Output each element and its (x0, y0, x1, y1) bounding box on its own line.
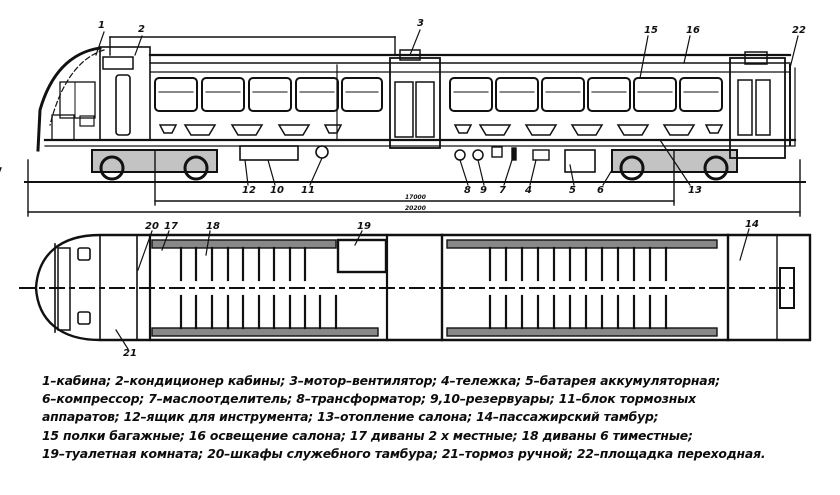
callout-18: 18 (206, 221, 220, 232)
legend-line-5: 19–туалетная комната; 20–шкафы служебног… (42, 445, 766, 461)
callout-3: 3 (417, 18, 424, 29)
side-view (0, 29, 806, 217)
callout-13: 13 (688, 185, 702, 196)
legend-line-2: 6–компрессор; 7–маслоотделитель; 8–транс… (42, 391, 696, 407)
callout-2: 2 (138, 24, 145, 35)
legend-line-1: 1–кабина; 2–кондиционер кабины; 3–мотор–… (42, 373, 720, 388)
callout-10: 10 (270, 185, 284, 196)
callout-6: 6 (597, 185, 604, 196)
dimension-20200: 20200 (405, 205, 426, 212)
callout-15: 15 (644, 25, 658, 36)
callout-9: 9 (480, 185, 487, 196)
callout-22: 22 (792, 25, 806, 36)
legend-line-3: аппаратов; 12–ящик для инструмента; 13–о… (42, 409, 659, 425)
callout-21: 21 (123, 348, 137, 359)
plan-view-callouts: 20 17 18 19 14 21 (123, 219, 759, 359)
legend: 1–кабина; 2–кондиционер кабины; 3–мотор–… (42, 372, 832, 463)
callout-19: 19 (357, 221, 371, 232)
legend-line-4: 15 полки багажные; 16 освещение салона; … (42, 427, 693, 443)
dimension-labels: 17000 20200 (405, 194, 426, 212)
callout-5: 5 (569, 185, 576, 196)
callout-17: 17 (164, 221, 178, 232)
callout-7: 7 (499, 185, 506, 196)
callout-8: 8 (464, 185, 471, 196)
callout-14: 14 (745, 219, 759, 230)
callout-1: 1 (98, 20, 105, 31)
dimension-17000: 17000 (405, 194, 426, 201)
callout-4: 4 (524, 185, 532, 196)
plan-view (19, 228, 812, 350)
callout-12: 12 (242, 185, 256, 196)
callout-16: 16 (686, 25, 700, 36)
callout-11: 11 (301, 185, 315, 196)
side-view-callouts: 1 2 3 15 16 22 12 10 11 8 9 7 4 5 6 13 (98, 18, 806, 196)
callout-20: 20 (145, 221, 159, 232)
